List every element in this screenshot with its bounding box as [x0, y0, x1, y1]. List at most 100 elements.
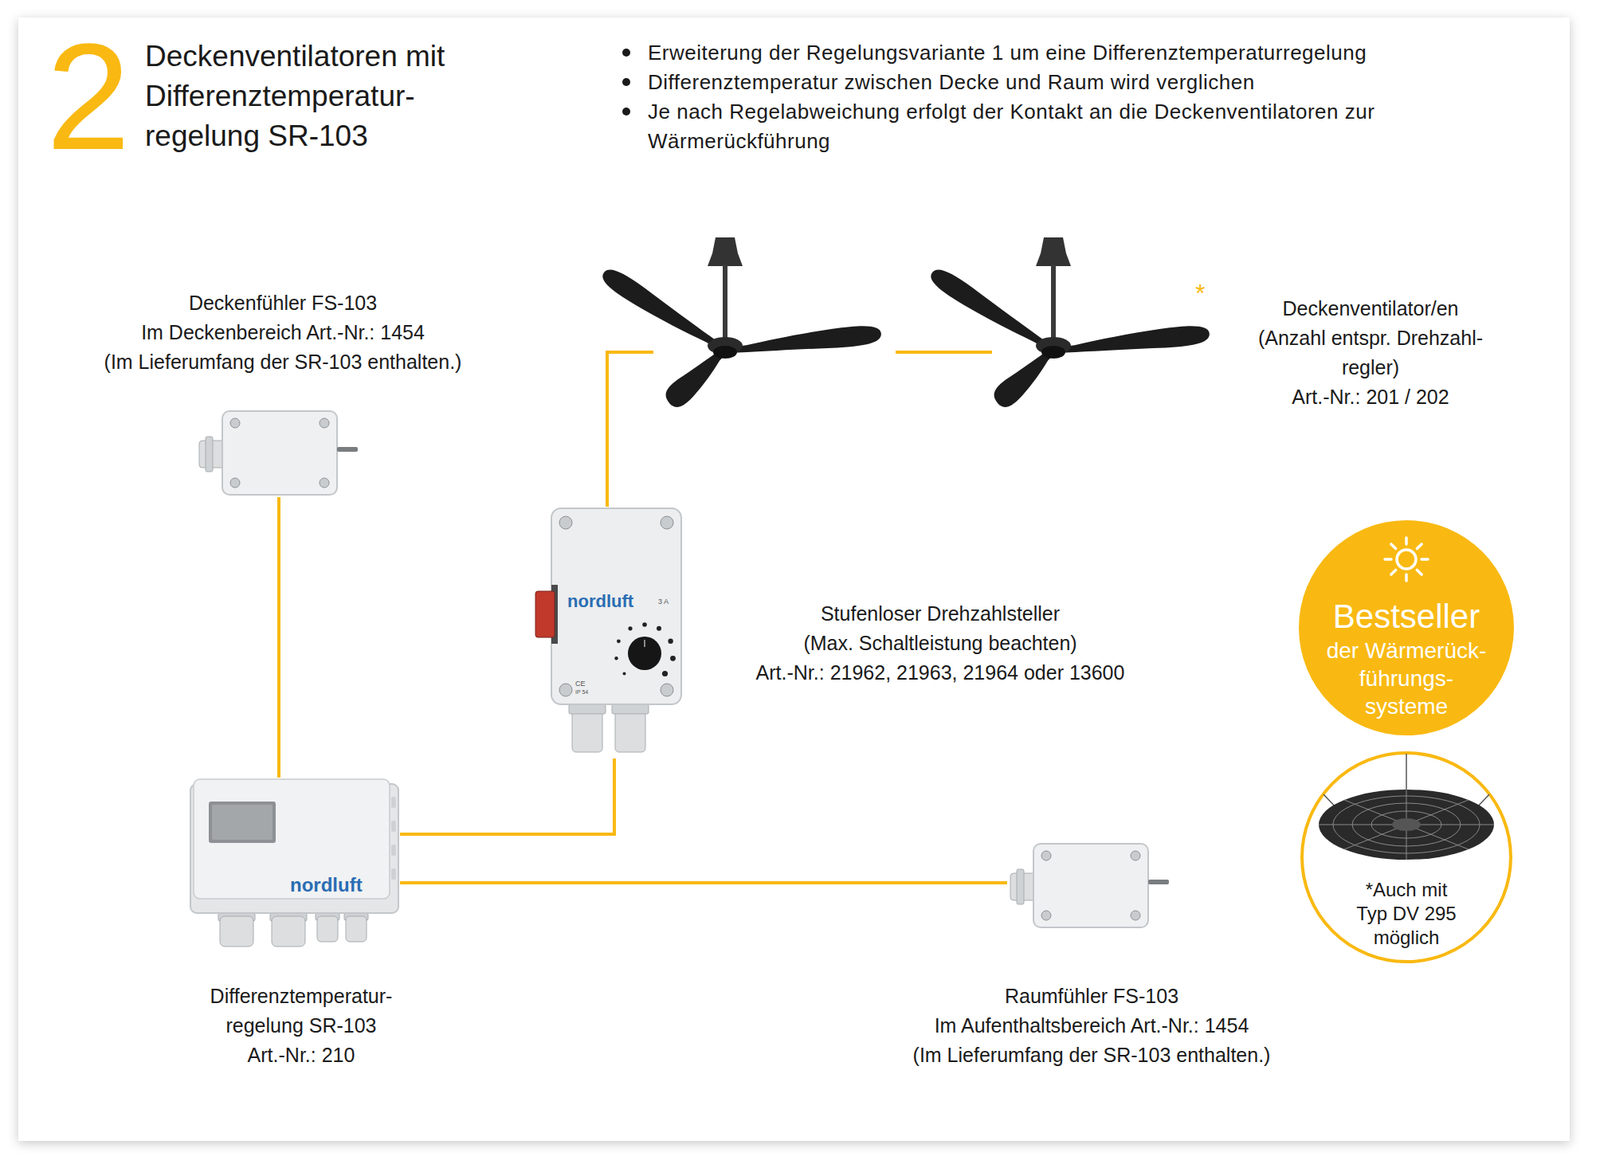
speed-controller	[660, 516, 674, 530]
label-slot: Differenztemperatur zwischen Decke und R…	[647, 67, 1541, 98]
speed-controller	[627, 636, 662, 671]
room-sensor-node: Raumfühler FS-103Im Aufenthaltsbereich A…	[1007, 839, 1175, 933]
node-text: (Im Lieferumfang der SR-103 enthalten.)	[844, 1040, 1339, 1071]
ceiling-sensor	[319, 418, 330, 428]
room-sensor	[1148, 879, 1169, 885]
speed-controller	[643, 639, 646, 648]
ceiling-fan	[707, 237, 743, 267]
node-text: *Auch mit Typ DV 295 möglich	[1350, 878, 1463, 950]
bullet-text: Differenztemperatur zwischen Decke und R…	[647, 67, 1541, 98]
controller-housing	[345, 916, 367, 942]
ceiling-sensor	[230, 478, 240, 488]
node-text: (Anzahl entspr. Drehzahl- regler)	[1239, 323, 1502, 383]
sun-icon	[1404, 537, 1408, 545]
ceiling-fan	[1035, 237, 1071, 267]
fan-wire	[895, 352, 993, 353]
text-group: Bestsellerder Wärmerück- führungs- syste…	[1310, 596, 1502, 721]
ceiling-fan	[724, 324, 883, 358]
ceiling-fan	[1052, 324, 1211, 358]
sun-icon	[1404, 574, 1408, 581]
text-group: Deckenfühler FS-103Im Deckenbereich Art.…	[43, 288, 522, 377]
label-slot: IP 54	[575, 689, 589, 696]
speed-controller	[535, 508, 682, 753]
room-sensor	[1010, 843, 1169, 928]
ceiling-sensor	[319, 478, 330, 488]
ceiling-fan	[598, 263, 883, 412]
label-slot: CE	[575, 679, 586, 688]
label-slot: nordluft	[290, 874, 363, 897]
bullet-text: Je nach Regelabweichung erfolgt der Kont…	[647, 97, 1541, 157]
label-slot: Je nach Regelabweichung erfolgt der Kont…	[647, 97, 1541, 157]
sun-icon	[1391, 544, 1397, 550]
node-text: Deckenventilator/en	[1239, 294, 1502, 324]
ceiling-fan	[926, 263, 1211, 412]
speed-controller	[616, 639, 621, 644]
ceiling-sensor	[230, 418, 240, 428]
node-text: der Wärmerück- führungs- systeme	[1322, 636, 1491, 721]
room-sensor	[1130, 850, 1141, 861]
room-sensor	[1130, 910, 1141, 921]
controller-housing	[271, 916, 306, 947]
bullet-text: Erweiterung der Regelungsvariante 1 um e…	[647, 38, 1541, 68]
fan-grille	[1405, 753, 1408, 791]
title-slot: Deckenventilatoren mit Differenztemperat…	[145, 36, 504, 157]
speed-controller	[627, 626, 632, 631]
node-text: Im Deckenbereich Art.-Nr.: 1454	[43, 317, 522, 348]
node-text: Art.-Nr.: 21962, 21963, 21964 oder 13600	[701, 658, 1180, 688]
ceiling-sensor	[205, 436, 213, 472]
label-slot: *	[1195, 280, 1205, 306]
node-text: Deckenfühler FS-103	[43, 288, 522, 318]
speed-controller	[535, 591, 555, 638]
node-text: (Im Lieferumfang der SR-103 enthalten.)	[43, 347, 522, 377]
text-group: Differenztemperatur- regelung SR-103Art.…	[181, 981, 421, 1071]
label-slot: nordluft	[567, 591, 634, 612]
dv295-badge: *Auch mit Typ DV 295 möglich	[1299, 750, 1514, 965]
room-sensor	[1016, 869, 1024, 905]
node-text: Im Aufenthaltsbereich Art.-Nr.: 1454	[844, 1011, 1339, 1041]
ceiling-fan	[926, 237, 1211, 412]
ceiling-fan	[713, 345, 738, 359]
bullet-dot	[622, 48, 631, 57]
speed-controller	[611, 704, 649, 714]
footnote-mark: *	[1195, 280, 1205, 306]
node-text: Bestseller	[1310, 596, 1502, 637]
sun-icon	[1391, 569, 1397, 575]
ceiling-sensor-node: Deckenfühler FS-103Im Deckenbereich Art.…	[196, 407, 361, 498]
sun-icon	[1396, 549, 1416, 569]
ip-mark: IP 54	[575, 689, 589, 696]
node-text: Raumfühler FS-103	[844, 981, 1339, 1012]
ceiling-fan	[1041, 345, 1066, 359]
room-sensor	[1041, 850, 1051, 861]
label-slot: 3 A	[658, 597, 669, 606]
speed-controller	[642, 622, 648, 628]
controller-housing	[211, 804, 273, 840]
brand-logo: nordluft	[567, 591, 634, 612]
brand-logo: nordluft	[290, 874, 363, 897]
text-group: Deckenventilator/en(Anzahl entspr. Drehz…	[1239, 294, 1502, 412]
controller-housing	[391, 820, 397, 832]
node-text: Differenztemperatur- regelung SR-103	[181, 981, 421, 1041]
label-slot: 2	[46, 20, 131, 173]
node-text: Stufenloser Drehzahlsteller	[701, 599, 1180, 629]
controller-node: Differenztemperatur- regelung SR-103Art.…	[188, 777, 400, 949]
ce-mark: CE	[575, 679, 586, 688]
speed-controller	[559, 683, 573, 697]
controller-housing	[391, 796, 397, 808]
card	[18, 17, 1570, 1142]
diagram-title: Deckenventilatoren mit Differenztemperat…	[145, 36, 504, 157]
bestseller-badge	[1298, 520, 1514, 736]
rating-mark: 3 A	[658, 597, 669, 606]
ceiling-fan	[1050, 264, 1056, 345]
controller-housing	[219, 916, 254, 947]
fan-grille	[1318, 753, 1495, 860]
bullet-dot	[622, 107, 631, 116]
node-text: Art.-Nr.: 210	[181, 1040, 421, 1071]
node-text: Art.-Nr.: 201 / 202	[1239, 382, 1502, 412]
node-text: (Max. Schaltleistung beachten)	[701, 628, 1180, 659]
controller-housing	[391, 868, 397, 880]
ceiling-sensor	[199, 411, 358, 495]
sun-icon	[1421, 557, 1428, 561]
fan-wire	[895, 350, 993, 354]
sun-icon	[1384, 557, 1392, 561]
